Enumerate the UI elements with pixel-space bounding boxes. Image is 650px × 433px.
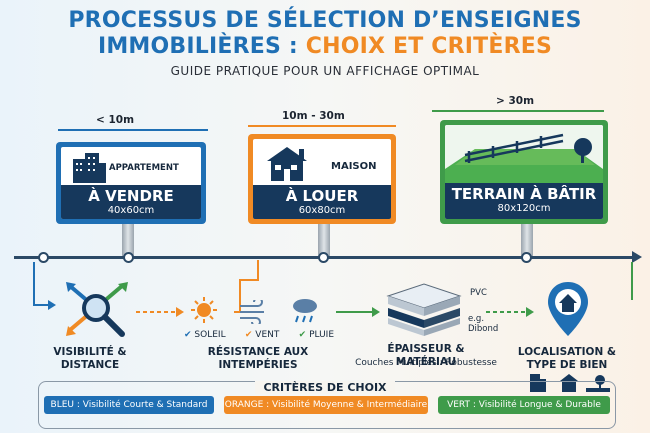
timeline-dot-2	[123, 252, 134, 263]
sign-land-action: TERRAIN À BÂTIR	[451, 185, 597, 203]
location-pin-icon	[548, 282, 588, 336]
legend-green: VERT : Visibilité Longue & Durable	[438, 396, 610, 414]
material-label-dibond: e.g. Dibond	[468, 314, 499, 334]
step-location-label: LOCALISATION & TYPE DE BIEN	[517, 346, 617, 371]
timeline-arrow	[632, 251, 642, 263]
legend-blue: BLEU : Visibilité Courte & Standard	[44, 396, 214, 414]
sun-icon	[191, 297, 217, 323]
weather-item-wind: ✔ VENT	[244, 330, 280, 340]
timeline-dot-3	[318, 252, 329, 263]
sign-land: TERRAIN À BÂTIR 80x120cm	[440, 120, 608, 224]
sign-apartment-size: 40x60cm	[107, 205, 155, 216]
title-line-2-part-1: IMMOBILIÈRES :	[97, 34, 306, 59]
title-line-1: PROCESSUS DE SÉLECTION D’ENSEIGNES	[68, 8, 582, 33]
distance-indicator-medium: 10m - 30m	[248, 110, 396, 132]
criteria-title: CRITÈRES DE CHOIX	[0, 376, 650, 395]
building-icon	[73, 153, 106, 183]
sign-post-2	[318, 222, 330, 256]
sign-apartment: APPARTEMENT À VENDRE 40x60cm	[56, 142, 206, 224]
sign-land-size: 80x120cm	[497, 203, 551, 214]
sign-post-1	[122, 222, 134, 256]
material-label-pvc: PVC	[470, 288, 487, 298]
page-title: PROCESSUS DE SÉLECTION D’ENSEIGNES IMMOB…	[0, 8, 650, 60]
magnifier-icon	[66, 282, 128, 337]
step-weather-label: RÉSISTANCE AUX INTEMPÉRIES	[207, 346, 309, 371]
weather-item-sun: ✔ SOLEIL	[184, 330, 226, 340]
sign-apartment-action: À VENDRE	[88, 187, 174, 205]
timeline-dot-4	[521, 252, 532, 263]
sign-apartment-type: APPARTEMENT	[109, 163, 179, 173]
sign-post-3	[521, 222, 533, 256]
distance-indicator-short: < 10m	[58, 114, 208, 136]
timeline-dot-1	[38, 252, 49, 263]
step-material-label: ÉPAISSEUR & MATÉRIAU	[387, 343, 465, 368]
land-icon	[445, 125, 603, 183]
rain-cloud-icon	[293, 299, 317, 323]
sign-house-type: MAISON	[331, 161, 377, 172]
step-material-sublabel: Couches Multiples : Robustesse	[355, 358, 497, 368]
distance-label-long: > 30m	[496, 95, 535, 107]
weather-item-rain: ✔ PLUIE	[298, 330, 334, 340]
property-type-icons	[530, 374, 610, 392]
distance-label-short: < 10m	[96, 114, 135, 126]
layers-icon	[386, 283, 462, 336]
distance-label-medium: 10m - 30m	[282, 110, 345, 122]
sign-house-size: 60x80cm	[298, 205, 346, 216]
sign-house-action: À LOUER	[285, 187, 359, 205]
subtitle: GUIDE PRATIQUE POUR UN AFFICHAGE OPTIMAL	[170, 64, 480, 78]
title-line-2-accent: CHOIX ET CRITÈRES	[305, 34, 553, 59]
wind-icon	[240, 300, 264, 324]
title-line-2: IMMOBILIÈRES : CHOIX ET CRITÈRES	[0, 34, 650, 60]
legend-orange: ORANGE : Visibilité Moyenne & Intermédia…	[224, 396, 428, 414]
sign-house: MAISON À LOUER 60x80cm	[248, 134, 396, 224]
weather-items: ✔ SOLEIL ✔ VENT ✔ PLUIE	[184, 330, 334, 340]
distance-indicator-long: > 30m	[432, 95, 604, 117]
house-icon	[267, 147, 307, 181]
step-visibility-label: VISIBILITÉ & DISTANCE	[53, 346, 127, 371]
